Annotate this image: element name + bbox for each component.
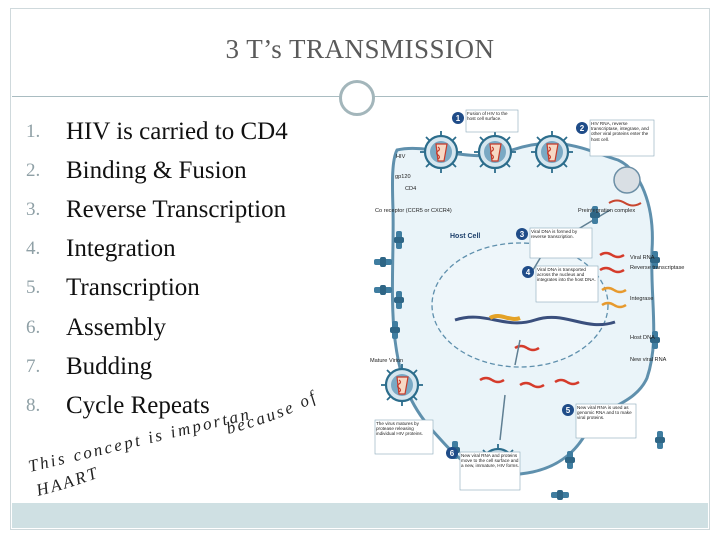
step-number: 1.	[26, 120, 41, 142]
step-text: Transcription	[66, 274, 200, 302]
callout-5-text: New viral RNA is used as genomic RNA and…	[577, 405, 632, 421]
step-text: Integration	[66, 235, 176, 263]
integrase-label: Integrase	[630, 296, 653, 302]
step-item: 4. Integration	[26, 230, 288, 269]
viral-rna-icons	[479, 251, 627, 389]
cd4-label: CD4	[405, 186, 416, 192]
host-cell-label: Host Cell	[450, 233, 480, 240]
step-text: Cycle Repeats	[66, 391, 210, 419]
step-number: 2.	[26, 159, 41, 181]
step-item: 7. Budding	[26, 347, 288, 386]
step-number: 6.	[26, 316, 41, 338]
gp120-label: gp120	[395, 174, 411, 180]
step-text: Binding & Fusion	[66, 156, 247, 184]
step-text: HIV is carried to CD4	[66, 117, 288, 145]
step-item: 1. HIV is carried to CD4	[26, 112, 288, 151]
step-badge-2: 2	[580, 124, 585, 133]
callout-7-text: The virus matures by protease releasing …	[376, 421, 423, 437]
step-badges: 1 2 3 4 5 6	[446, 112, 588, 459]
host-dna-label: Host DNA	[630, 335, 655, 341]
step-number: 5.	[26, 277, 41, 299]
steps-list: 1. HIV is carried to CD4 2. Binding & Fusi…	[26, 112, 288, 426]
preintegration-complex	[608, 199, 642, 207]
callout-2-text: HIV RNA, reverse transcriptase, integras…	[591, 121, 649, 142]
slide-title: 3 T’s TRANSMISSION	[225, 34, 495, 64]
note-line-concept-important: This concept is important	[0, 0, 253, 476]
mature-virion-label: Mature Virion	[370, 358, 403, 364]
step-item: 6. Assembly	[26, 308, 288, 347]
step-text: Budding	[66, 352, 153, 380]
callout-1-text: Fusion of HIV to the host cell surface.	[467, 111, 508, 122]
hiv-label: HIV	[396, 154, 406, 160]
viral-rna-label: Viral RNA	[630, 255, 655, 261]
mature-virion	[379, 362, 425, 408]
reverse-transcriptase-label: Reverse transcriptase	[630, 265, 684, 271]
coreceptor-label: Co receptor (CCR5 or CXCR4)	[375, 208, 452, 214]
step-badge-5: 5	[566, 406, 571, 415]
step-number: 4.	[26, 238, 41, 260]
step-text: Reverse Transcription	[66, 195, 287, 223]
preintegration-label: Preintegration complex	[578, 208, 635, 214]
viral-dna-insert	[488, 314, 521, 321]
step-badge-4: 4	[526, 268, 531, 277]
step-number: 3.	[26, 198, 41, 220]
nucleus-membrane	[431, 242, 609, 368]
step-badge-3: 3	[520, 230, 525, 239]
step-item: 2. Binding & Fusion	[26, 151, 288, 190]
importance-note: because of This concept is important HAA…	[0, 0, 318, 500]
step-item: 3. Reverse Transcription	[26, 190, 288, 229]
step-text: Assembly	[66, 313, 166, 341]
uncoating-capsid	[613, 166, 641, 194]
hiv-life-cycle-diagram: 1 2 3 4 5 6 Host Cell HIV gp120 CD4 Co r…	[370, 109, 684, 500]
step-item: 5. Transcription	[26, 269, 288, 308]
step-item: 8. Cycle Repeats	[26, 386, 288, 425]
host-dna-strand	[454, 315, 616, 327]
diagram-labels: Host Cell HIV gp120 CD4 Co receptor (CCR…	[370, 154, 684, 364]
entering-virion	[529, 129, 575, 175]
callouts: Fusion of HIV to the host cell surface. …	[374, 109, 655, 491]
step-number: 8.	[26, 394, 41, 416]
step-badge-1: 1	[456, 114, 461, 123]
divider-ring-ornament	[339, 80, 375, 116]
new-viral-rna-label: New viral RNA	[630, 357, 667, 363]
fusing-virion	[472, 129, 518, 175]
slide-frame	[10, 8, 710, 530]
callout-4-text: Viral DNA is transported across the nucl…	[537, 267, 596, 283]
step-badge-6: 6	[450, 449, 455, 458]
footer-bar	[12, 503, 708, 528]
callout-3-text: Viral DNA is formed by reverse transcrip…	[531, 229, 578, 240]
callout-6-text: New viral RNA and proteins move to the c…	[461, 453, 519, 469]
step-number: 7.	[26, 355, 41, 377]
incoming-virion	[418, 129, 464, 175]
